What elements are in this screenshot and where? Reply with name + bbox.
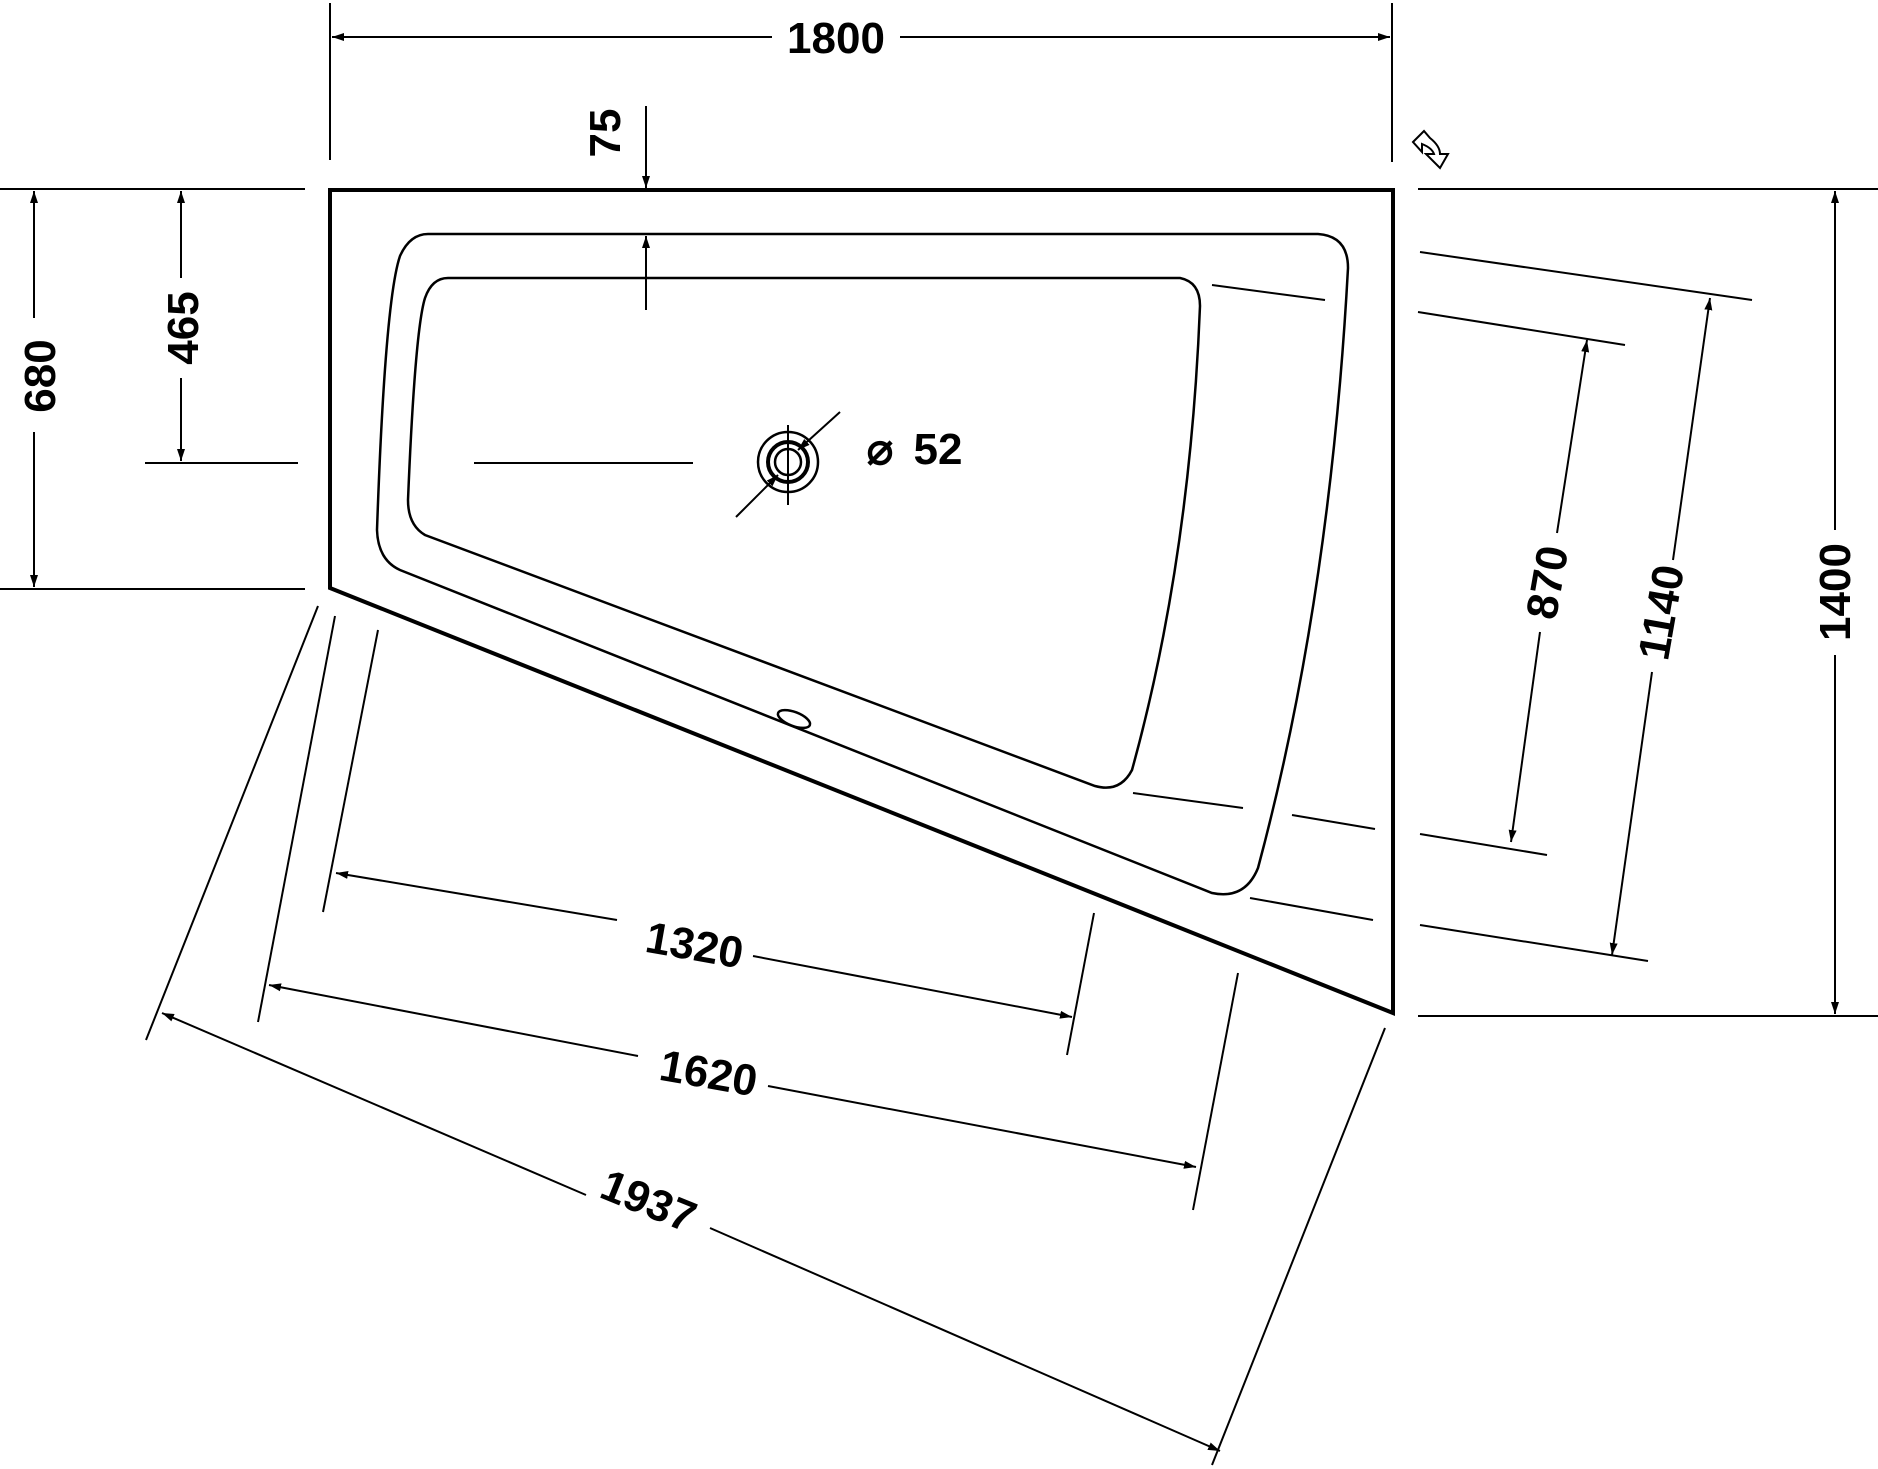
extension-bottom-diagonal-right	[1211, 1027, 1386, 1466]
extension-rim-lower-b	[1419, 924, 1649, 962]
extension-basin-lower-a	[1132, 792, 1244, 809]
label-870: 870	[1517, 542, 1578, 623]
label-680: 680	[16, 339, 65, 412]
extension-rim-upper-b	[1419, 251, 1753, 301]
extension-rim-lower-a	[1249, 897, 1374, 921]
extension-1320-left	[322, 629, 379, 913]
extension-1320-right	[1066, 912, 1095, 1056]
extension-1620-left	[257, 615, 336, 1023]
dimension-overall-width: 1800	[329, 3, 1393, 162]
tub-basin-outline	[406, 276, 1202, 789]
extension-1620-right	[1192, 972, 1239, 1211]
extension-rim-upper-a	[1211, 284, 1326, 301]
dimension-inner-width-right: 870	[1508, 339, 1590, 843]
dimension-left-depth: 680	[16, 191, 65, 587]
label-75: 75	[581, 109, 630, 158]
tub-outer-outline	[328, 188, 1395, 1016]
extension-basin-upper	[1417, 311, 1626, 346]
label-1320: 1320	[642, 913, 747, 978]
dimension-rim-inset: 75	[581, 106, 650, 310]
dimension-outer-width-right: 1140	[1609, 297, 1713, 956]
dimension-outer-length: 1620	[268, 983, 1197, 1169]
dimension-inner-length: 1320	[335, 871, 1073, 1019]
diameter-symbol: ⌀	[867, 425, 894, 474]
dimension-drain-distance: 465	[159, 191, 208, 461]
extension-bottom-diagonal-left	[145, 605, 319, 1041]
label-1800: 1800	[787, 14, 885, 63]
drain-icon	[735, 411, 841, 518]
label-1620: 1620	[656, 1041, 761, 1106]
label-1937: 1937	[594, 1161, 703, 1243]
overflow-ellipse	[776, 708, 812, 730]
dimension-overall-depth: 1400	[1811, 191, 1860, 1014]
dimension-drain-diameter: ⌀ 52	[867, 425, 963, 474]
label-1140: 1140	[1629, 561, 1694, 664]
label-1400: 1400	[1811, 543, 1860, 641]
label-465: 465	[159, 291, 208, 364]
rotate-arrow-icon	[1411, 129, 1450, 170]
extension-basin-lower-b	[1291, 814, 1376, 830]
label-52: 52	[914, 425, 963, 474]
extension-basin-lower-c	[1419, 833, 1548, 856]
tub-rim-outline	[375, 232, 1350, 896]
